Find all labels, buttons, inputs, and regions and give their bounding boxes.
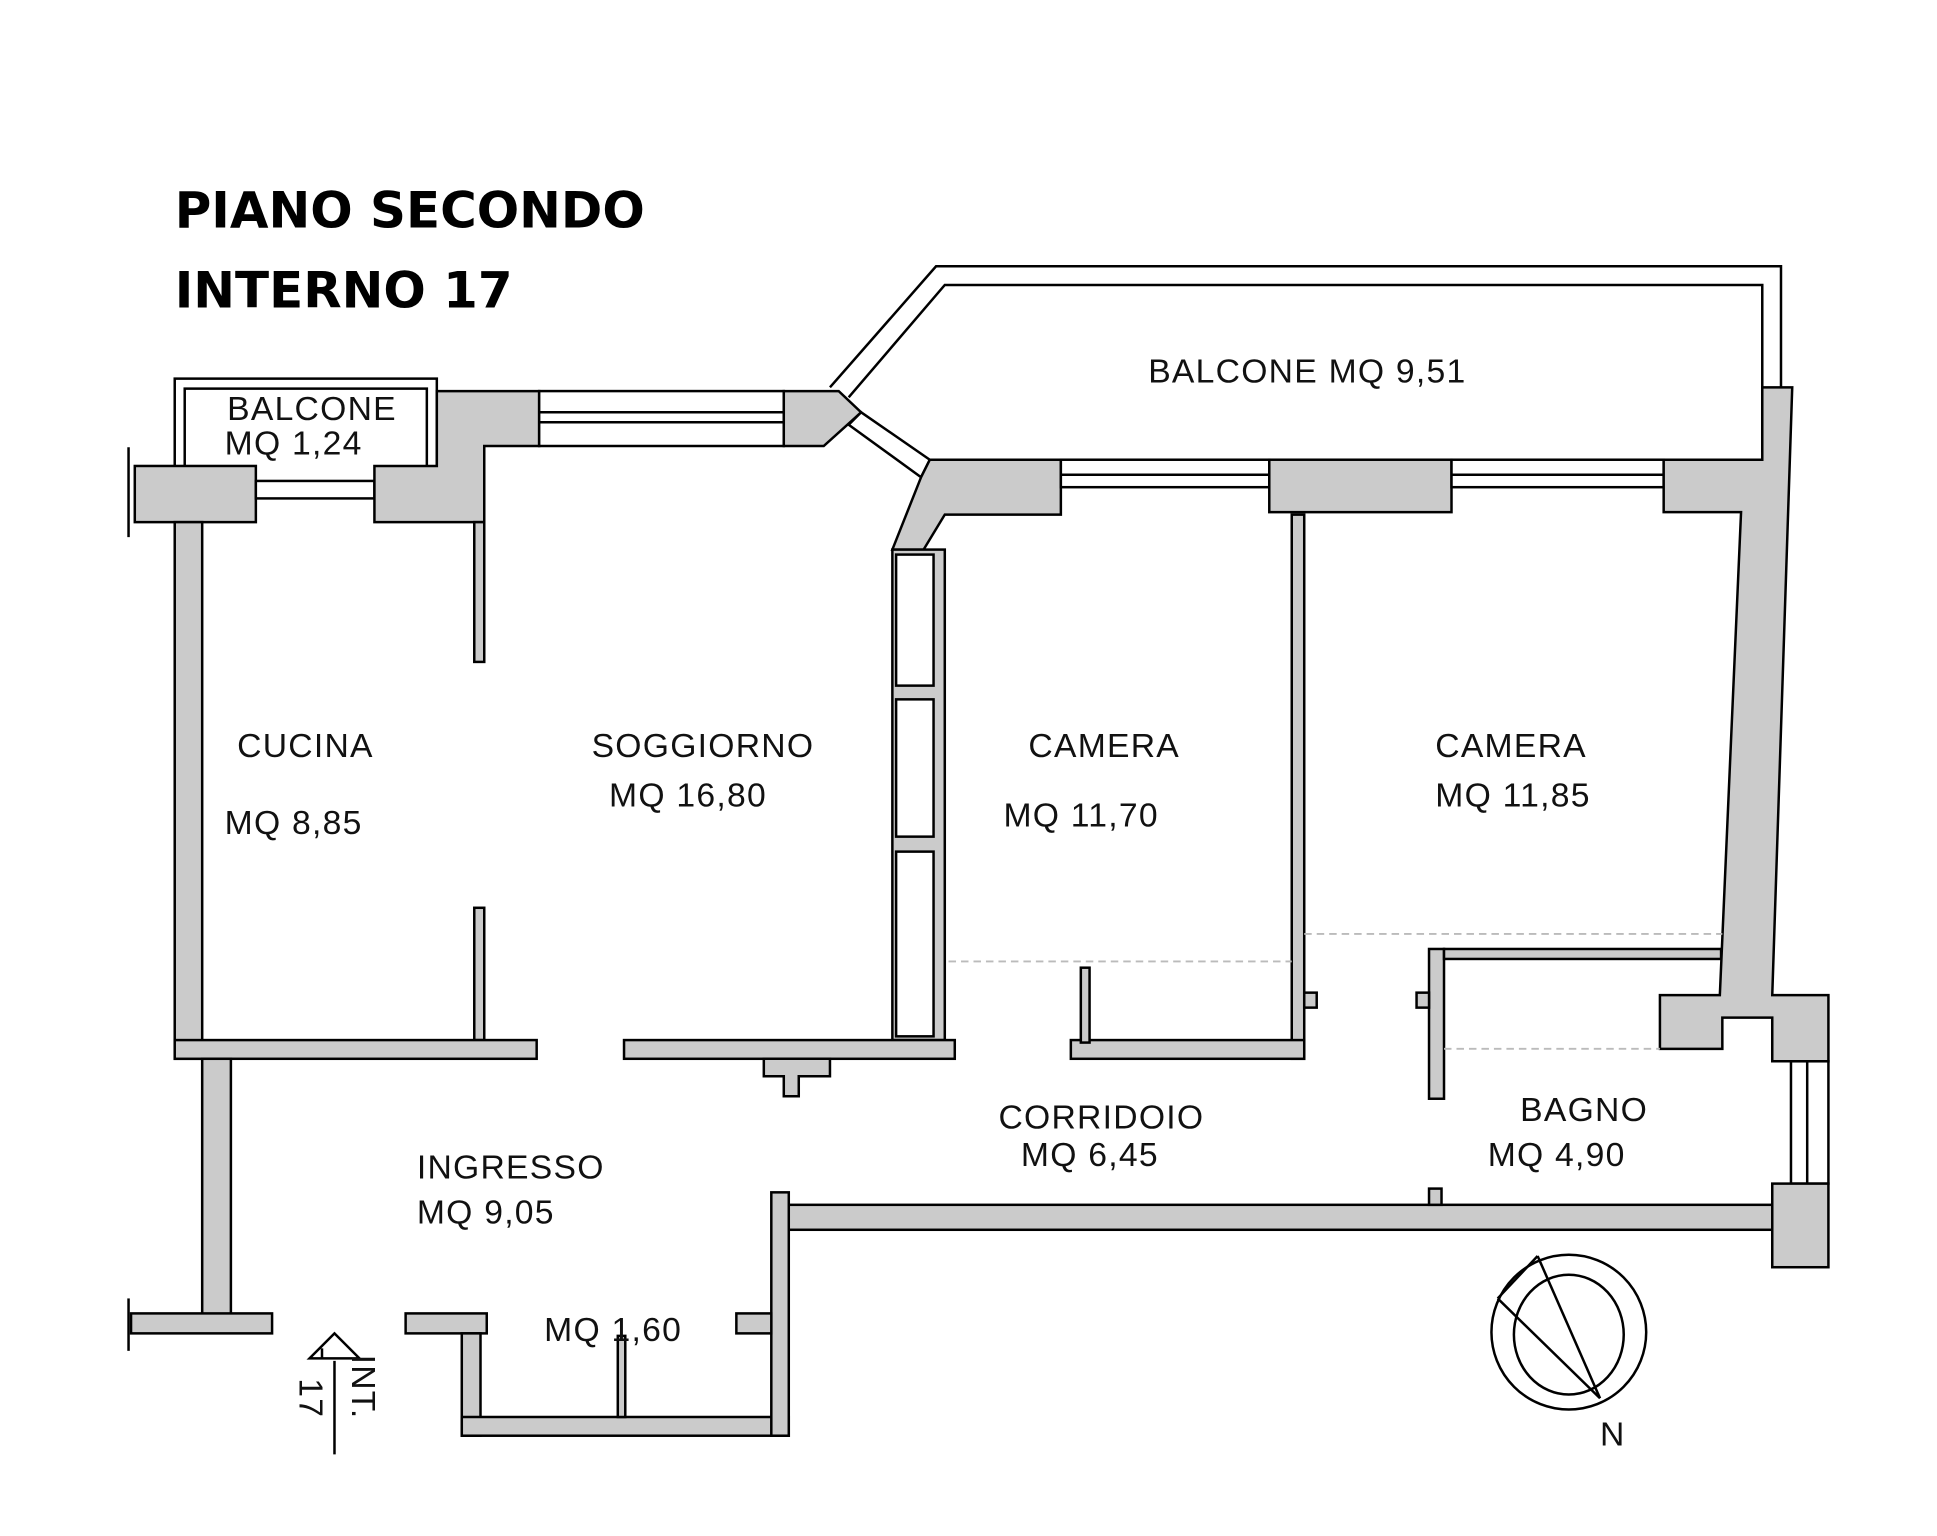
entrance-label-number: 17 <box>292 1378 329 1418</box>
ingresso-area: MQ 9,05 <box>417 1195 555 1232</box>
soggiorno-name: SOGGIORNO <box>592 728 815 765</box>
floor-title: PIANO SECONDO <box>175 182 645 240</box>
ingresso-name: INGRESSO <box>417 1150 605 1187</box>
entrance-label-int: INT. <box>344 1355 381 1420</box>
soggiorno-area: MQ 16,80 <box>609 778 767 815</box>
walls <box>127 265 1830 1437</box>
camera2-name: CAMERA <box>1435 728 1587 765</box>
balcone-small-name: BALCONE <box>227 391 397 428</box>
north-label: N <box>1600 1417 1626 1454</box>
cucina-area: MQ 8,85 <box>225 805 363 842</box>
entrance-arrow: INT. 17 <box>292 1331 381 1455</box>
bagno-area: MQ 4,90 <box>1488 1137 1626 1174</box>
camera2-area: MQ 11,85 <box>1435 778 1590 815</box>
corridoio-area: MQ 6,45 <box>1021 1137 1159 1174</box>
room-labels: BALCONE MQ 1,24 BALCONE MQ 9,51 CUCINA M… <box>225 353 1648 1349</box>
balcone-large-label: BALCONE MQ 9,51 <box>1148 353 1466 390</box>
unit-title: INTERNO 17 <box>175 261 513 319</box>
corridoio-name: CORRIDOIO <box>998 1100 1204 1137</box>
bagno-name: BAGNO <box>1520 1092 1648 1129</box>
north-compass-icon: N <box>1490 1253 1648 1454</box>
cucina-name: CUCINA <box>237 728 374 765</box>
landing-area: MQ 1,60 <box>544 1312 682 1349</box>
camera1-name: CAMERA <box>1028 728 1180 765</box>
balcone-small-area: MQ 1,24 <box>225 426 363 463</box>
camera1-area: MQ 11,70 <box>1003 798 1158 835</box>
